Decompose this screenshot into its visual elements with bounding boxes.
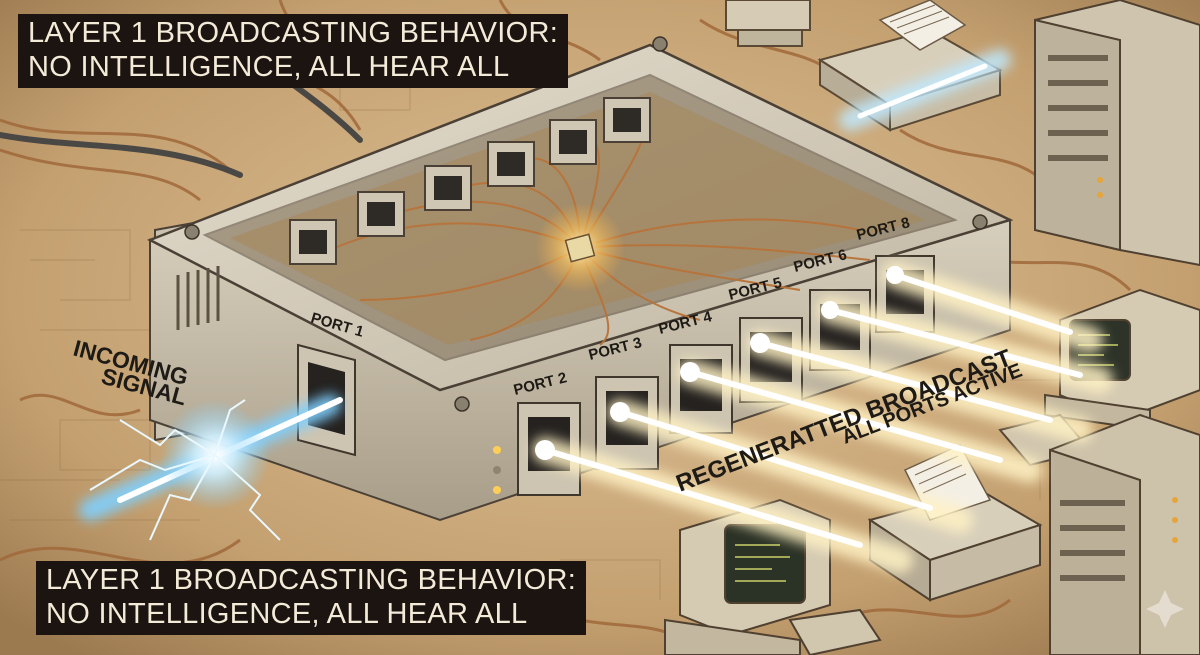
hub-screws xyxy=(184,36,988,412)
hub-chip xyxy=(564,233,596,263)
computer-top xyxy=(725,0,811,47)
sparkle-icon xyxy=(1146,590,1184,628)
incoming-signal-beam xyxy=(79,394,343,541)
broadcast-beams xyxy=(532,49,1113,573)
caption-top: LAYER 1 BROADCASTING BEHAVIOR: NO INTELL… xyxy=(18,14,569,88)
caption-top-line-1: LAYER 1 BROADCASTING BEHAVIOR: xyxy=(28,17,559,49)
hub-vents xyxy=(176,266,220,330)
server-bottom-right xyxy=(1049,413,1200,655)
caption-top-line-2: NO INTELLIGENCE, ALL HEAR ALL xyxy=(28,51,510,83)
rear-ports xyxy=(289,97,651,265)
caption-bottom: LAYER 1 BROADCASTING BEHAVIOR: NO INTELL… xyxy=(36,561,587,635)
caption-bottom-line-2: NO INTELLIGENCE, ALL HEAR ALL xyxy=(46,598,528,630)
tower-server-right xyxy=(1034,0,1200,267)
caption-bottom-line-1: LAYER 1 BROADCASTING BEHAVIOR: xyxy=(46,564,577,596)
hub-status-leds xyxy=(493,446,501,494)
lightning-arcs xyxy=(89,399,281,541)
